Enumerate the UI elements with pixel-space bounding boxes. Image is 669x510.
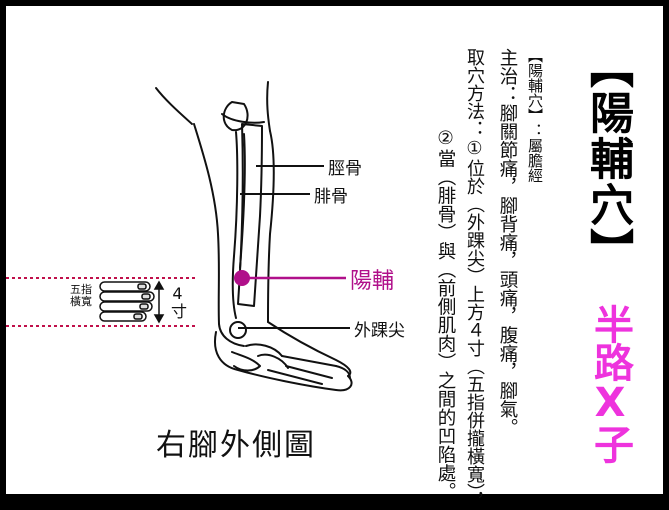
thigh-front-outline (266, 81, 271, 132)
acupoint-name: 陽輔穴 (582, 90, 633, 228)
title: 【陽輔穴】 (580, 44, 634, 274)
tibia-bone (237, 123, 263, 307)
figure-caption: 右腳外側圖 (156, 428, 316, 463)
shin-outline (267, 130, 275, 323)
measure-arrow (153, 280, 165, 324)
femur-condyle (221, 113, 265, 124)
leg-illustration (6, 81, 353, 392)
point-label: 陽輔 (350, 269, 395, 294)
foot-top-outline (267, 321, 352, 377)
title-bracket-open: 【 (582, 44, 633, 90)
malleolus-label: 外踝尖 (354, 321, 405, 341)
tarsal-bone-1 (245, 343, 283, 357)
malleolus-bone (229, 321, 247, 339)
hand-label: 五指橫寬 (70, 283, 92, 308)
meridian-line: 【陽輔穴】：屬膽經 (526, 48, 544, 183)
metatarsal-1 (281, 355, 337, 367)
hand-fingers (99, 281, 155, 322)
method-line-1: 取穴方法：①位於（外踝尖）上方４寸（五指併攏橫寬）， (464, 48, 485, 510)
fibula-bone (231, 131, 239, 319)
indications: 主治：腳關節痛，腳背痛，頭痛，腹痛，腳氣。 (497, 48, 518, 437)
metatarsal-2 (285, 365, 333, 379)
method-line-2: ②當（腓骨）與（前側肌肉）之間的凹陷處。 (435, 128, 456, 501)
tibia-label: 脛骨 (328, 159, 362, 179)
acupoint-card: 【陽輔穴】 【陽輔穴】：屬膽經 主治：腳關節痛，腳背痛，頭痛，腹痛，腳氣。 取穴… (6, 6, 663, 510)
watermark: 半路X子 (587, 304, 633, 462)
acupoint-dot (234, 270, 250, 286)
knee-cap (222, 101, 249, 132)
fibula-label: 腓骨 (314, 187, 348, 207)
toe-joints (335, 365, 351, 379)
cuboid-bone (231, 351, 261, 372)
thigh-back-outline (155, 87, 193, 125)
title-bracket-close: 】 (582, 228, 633, 274)
metatarsal-3 (267, 369, 323, 385)
measure-label: 4寸 (168, 284, 187, 319)
heel-outline (214, 331, 353, 392)
calf-outline (193, 123, 220, 325)
ankle-outline (218, 323, 245, 347)
